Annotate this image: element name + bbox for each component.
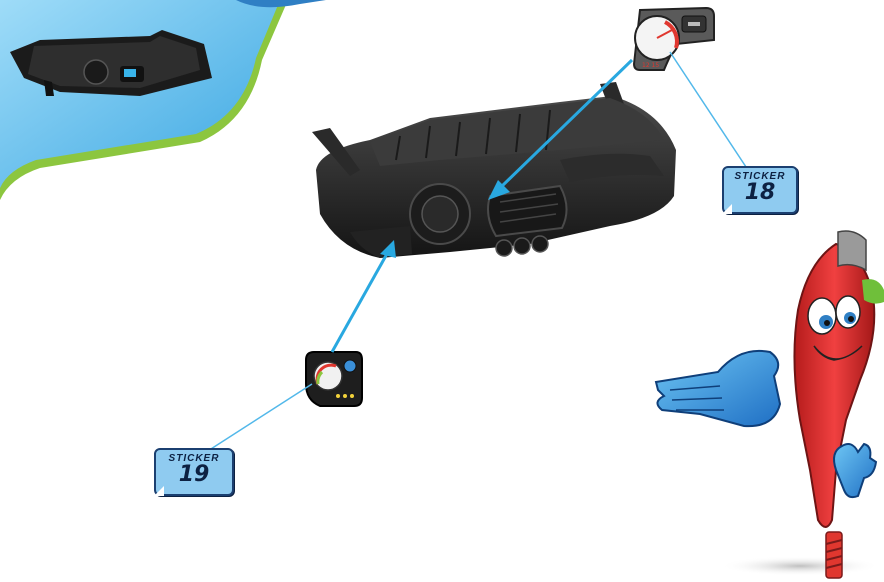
sticker-18-art-text: 12 15 — [642, 62, 659, 69]
sticker-18-image: 12 15 — [634, 8, 714, 70]
dashboard-part — [312, 82, 676, 258]
sticker-19-number: 19 — [156, 464, 232, 486]
sticker-18-number: 18 — [724, 182, 796, 204]
sticker-18-fold — [722, 204, 732, 214]
sticker-19-fold — [154, 486, 164, 496]
pointing-glove — [656, 351, 780, 426]
waving-glove — [834, 444, 876, 497]
leader-line-18 — [670, 52, 752, 176]
arrow-sticker-19 — [332, 240, 396, 352]
sticker-19-label: STICKER 19 — [154, 448, 234, 496]
leader-line-19 — [200, 384, 312, 456]
previous-step-panel — [0, 0, 326, 200]
sticker-18-label: STICKER 18 — [722, 166, 798, 214]
sticker-19-image — [306, 352, 362, 406]
